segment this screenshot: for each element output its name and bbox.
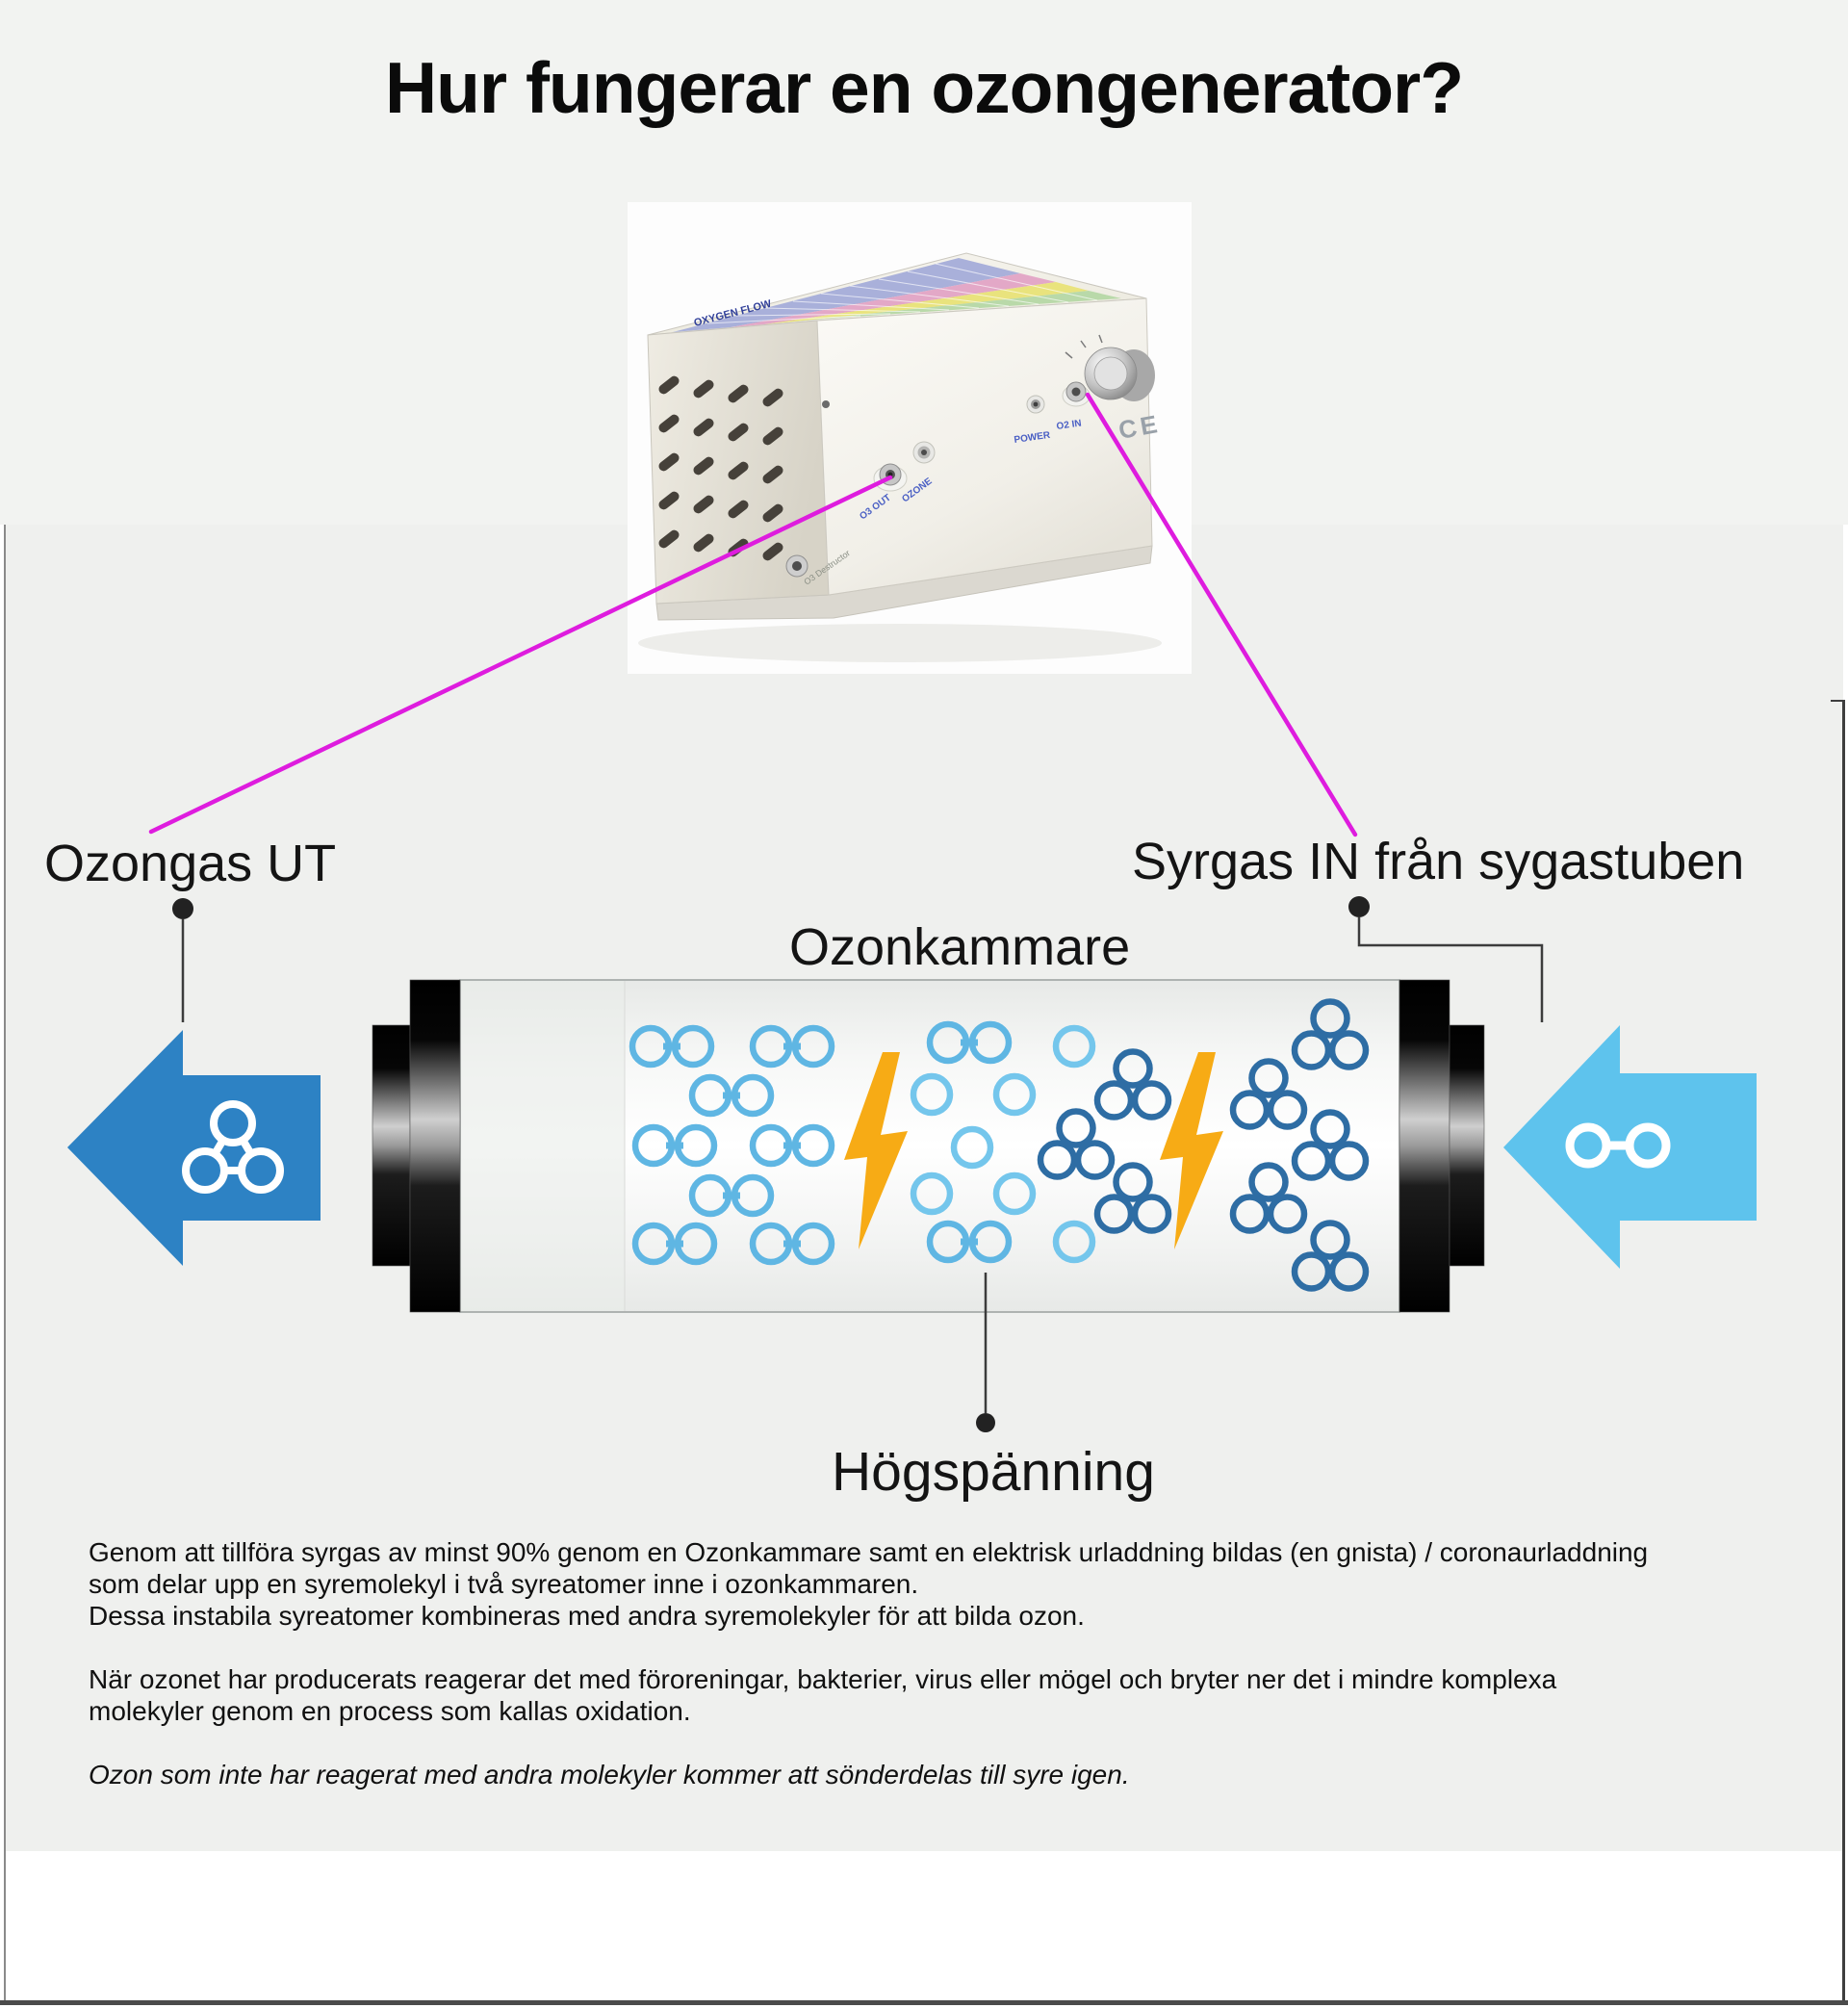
device-rate-chart: OXYGEN FLOW	[673, 258, 1121, 332]
page-title: Hur fungerar en ozongenerator?	[384, 47, 1464, 128]
device-shadow	[638, 624, 1162, 662]
label-hogspanning: Högspänning	[832, 1441, 1155, 1503]
paragraph-line: molekyler genom en process som kallas ox…	[89, 1696, 691, 1726]
label-ozongas-ut: Ozongas UT	[44, 835, 337, 892]
chamber-cap-left-outer	[372, 1024, 411, 1267]
paragraph-line: Genom att tillföra syrgas av minst 90% g…	[89, 1537, 1649, 1567]
chamber-cap-left-inner	[409, 979, 461, 1313]
ozone-out-arrow	[67, 1030, 321, 1266]
ozone-chamber-diagram	[67, 979, 1757, 1313]
label-syrgas-in: Syrgas IN från sygastuben	[1132, 833, 1745, 890]
label-ozonkammare: Ozonkammare	[789, 918, 1131, 976]
panel-border-left	[4, 525, 6, 2004]
chamber-cap-right-inner	[1399, 979, 1450, 1313]
case-screw	[822, 400, 830, 408]
device-front-face	[816, 297, 1153, 596]
bottom-white-strip	[5, 1851, 1843, 2000]
chamber-cap-right-outer	[1449, 1024, 1485, 1267]
power-label: POWER	[1014, 430, 1052, 446]
ozone-port	[912, 441, 936, 464]
chamber-left-section	[461, 981, 625, 1311]
note-line: Ozon som inte har reagerat med andra mol…	[89, 1760, 1130, 1789]
description-text: Genom att tillföra syrgas av minst 90% g…	[89, 1536, 1763, 1790]
flow-knob	[1065, 334, 1155, 401]
ce-mark: CE	[1116, 409, 1164, 445]
oxygen-in-arrow	[1503, 1025, 1757, 1269]
paragraph-line: När ozonet har producerats reagerar det …	[89, 1664, 1557, 1694]
panel-border-bottom	[0, 2000, 1848, 2005]
paragraph-line: som delar upp en syremolekyl i två syrea…	[89, 1569, 919, 1599]
ozone-generator-photo: OXYGEN FLOW	[638, 252, 1164, 662]
o2-in-connector	[1062, 381, 1091, 407]
o3-molecule-icon	[182, 1100, 284, 1194]
o2-molecule-icon	[1565, 1122, 1671, 1169]
o2-in-label: O2 IN	[1056, 418, 1082, 432]
power-port	[1026, 395, 1045, 414]
panel-border-corner	[1831, 700, 1845, 702]
panel-border-right	[1842, 701, 1845, 2004]
paragraph-line: Dessa instabila syreatomer kombineras me…	[89, 1601, 1085, 1631]
destructor-connector	[785, 554, 808, 578]
